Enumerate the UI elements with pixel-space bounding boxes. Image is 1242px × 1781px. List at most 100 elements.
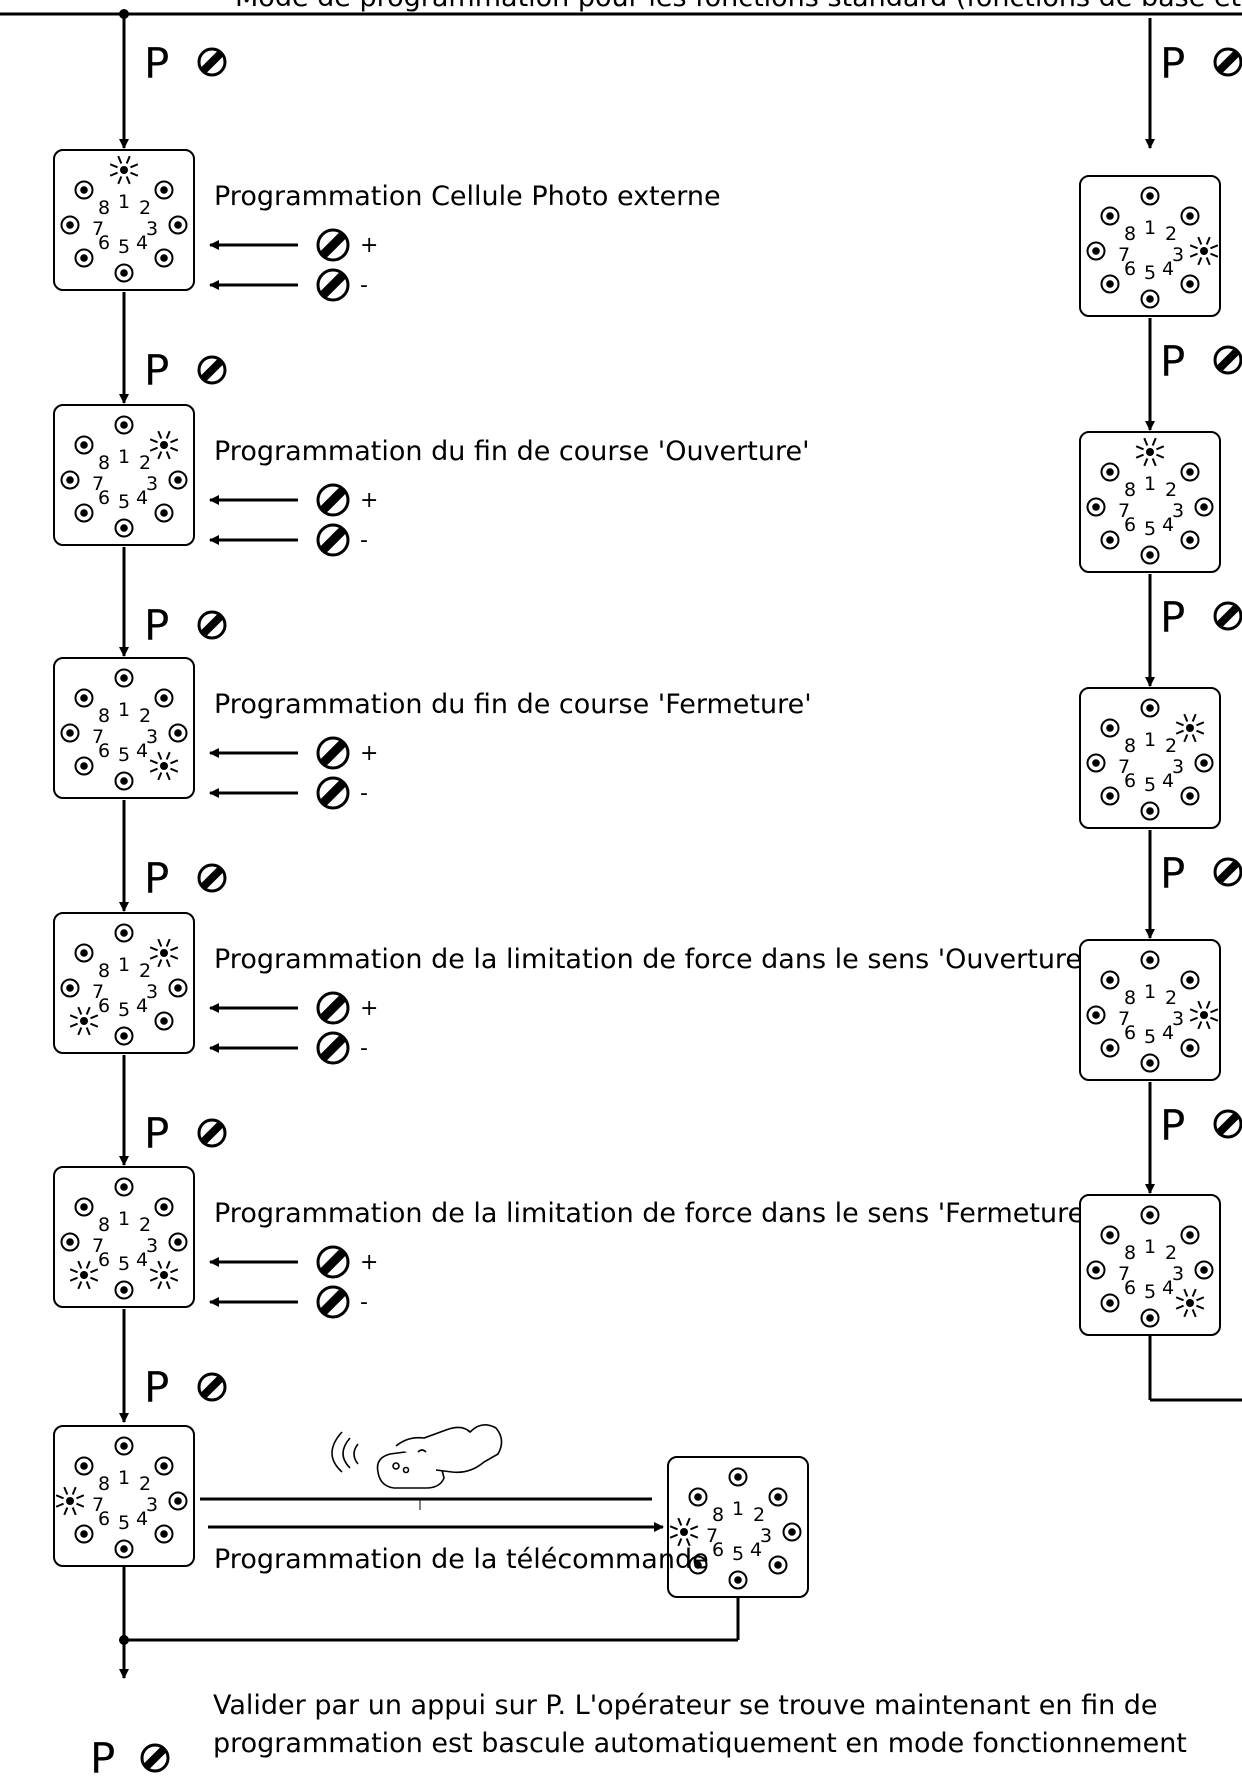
p-button-icon <box>1213 47 1242 77</box>
led-blinking-icon <box>149 938 179 968</box>
led-number-label: 2 <box>139 452 151 474</box>
led-number-label: 4 <box>1162 258 1174 280</box>
led-number-label: 6 <box>98 995 110 1017</box>
led-number-label: 7 <box>92 1235 104 1257</box>
p-button-icon <box>1213 601 1242 631</box>
led-icon <box>74 756 94 776</box>
led-number-label: 3 <box>1172 500 1184 522</box>
led-icon <box>1140 950 1160 970</box>
led-icon <box>1100 1038 1120 1058</box>
led-number-label: 3 <box>1172 244 1184 266</box>
step-label: Programmation de la limitation de force … <box>214 1198 1092 1229</box>
led-icon <box>114 263 134 283</box>
led-number-label: 3 <box>760 1525 772 1547</box>
led-number-label: 1 <box>118 191 130 213</box>
plus-knob-icon <box>316 228 350 262</box>
led-number-label: 6 <box>98 1249 110 1271</box>
led-number-label: 5 <box>1144 1026 1156 1048</box>
led-icon <box>114 518 134 538</box>
led-number-label: 6 <box>1124 258 1136 280</box>
led-blinking-icon <box>669 1517 699 1547</box>
led-number-label: 3 <box>146 981 158 1003</box>
led-number-label: 5 <box>118 491 130 513</box>
led-number-label: 1 <box>1144 729 1156 751</box>
minus-sign: - <box>360 528 368 553</box>
led-number-label: 1 <box>118 446 130 468</box>
led-icon <box>1194 753 1214 773</box>
led-number-label: 7 <box>1118 1263 1130 1285</box>
led-number-label: 8 <box>98 197 110 219</box>
led-blinking-icon <box>69 1260 99 1290</box>
led-number-label: 8 <box>712 1504 724 1526</box>
led-icon <box>688 1555 708 1575</box>
footer-instructions: Valider par un appui sur P. L'opérateur … <box>213 1687 1223 1763</box>
led-number-label: 8 <box>1124 735 1136 757</box>
led-number-label: 3 <box>146 1235 158 1257</box>
led-icon <box>768 1487 788 1507</box>
led-number-label: 2 <box>139 960 151 982</box>
plus-knob-icon <box>316 736 350 770</box>
p-button-icon <box>1213 345 1242 375</box>
plus-sign: + <box>360 996 378 1021</box>
minus-knob-icon <box>316 1031 350 1065</box>
led-icon <box>1100 786 1120 806</box>
led-icon <box>60 978 80 998</box>
led-icon <box>1100 970 1120 990</box>
led-number-label: 2 <box>1165 479 1177 501</box>
step-label: Programmation du fin de course 'Fermetur… <box>214 689 812 720</box>
led-icon <box>154 688 174 708</box>
led-number-label: 4 <box>750 1539 762 1561</box>
led-number-label: 1 <box>118 954 130 976</box>
p-key-label: P <box>144 39 169 88</box>
led-number-label: 2 <box>1165 223 1177 245</box>
led-number-label: 6 <box>98 232 110 254</box>
plus-sign: + <box>360 741 378 766</box>
led-icon <box>60 215 80 235</box>
p-button-icon <box>197 1372 227 1402</box>
led-blinking-icon <box>1189 1000 1219 1030</box>
p-key-label: P <box>144 1109 169 1158</box>
minus-sign: - <box>360 781 368 806</box>
p-key-label: P <box>1160 1101 1185 1150</box>
led-icon <box>1180 970 1200 990</box>
led-icon <box>782 1522 802 1542</box>
led-icon <box>74 503 94 523</box>
led-icon <box>114 415 134 435</box>
led-icon <box>1140 1205 1160 1225</box>
led-number-label: 8 <box>98 705 110 727</box>
led-icon <box>168 978 188 998</box>
led-icon <box>728 1570 748 1590</box>
led-icon <box>728 1467 748 1487</box>
led-icon <box>168 215 188 235</box>
minus-knob-icon <box>316 523 350 557</box>
led-blinking-icon <box>109 155 139 185</box>
led-icon <box>1100 530 1120 550</box>
led-icon <box>1086 1260 1106 1280</box>
led-number-label: 6 <box>98 740 110 762</box>
led-number-label: 8 <box>1124 223 1136 245</box>
led-icon <box>74 1456 94 1476</box>
led-icon <box>1100 1293 1120 1313</box>
led-number-label: 8 <box>98 1214 110 1236</box>
p-button-icon <box>197 610 227 640</box>
led-icon <box>1140 801 1160 821</box>
led-icon <box>114 1026 134 1046</box>
led-icon <box>1140 289 1160 309</box>
led-icon <box>74 248 94 268</box>
led-icon <box>1140 698 1160 718</box>
led-icon <box>74 943 94 963</box>
led-icon <box>74 1197 94 1217</box>
remote-step-label: Programmation de la télécommande <box>214 1544 709 1575</box>
led-number-label: 5 <box>118 1253 130 1275</box>
plus-knob-icon <box>316 991 350 1025</box>
led-number-label: 2 <box>753 1504 765 1526</box>
plus-sign: + <box>360 488 378 513</box>
led-icon <box>114 1280 134 1300</box>
led-number-label: 7 <box>1118 500 1130 522</box>
led-blinking-icon <box>149 751 179 781</box>
p-button-icon <box>197 47 227 77</box>
led-icon <box>60 470 80 490</box>
led-icon <box>74 435 94 455</box>
led-icon <box>768 1555 788 1575</box>
led-icon <box>1140 545 1160 565</box>
